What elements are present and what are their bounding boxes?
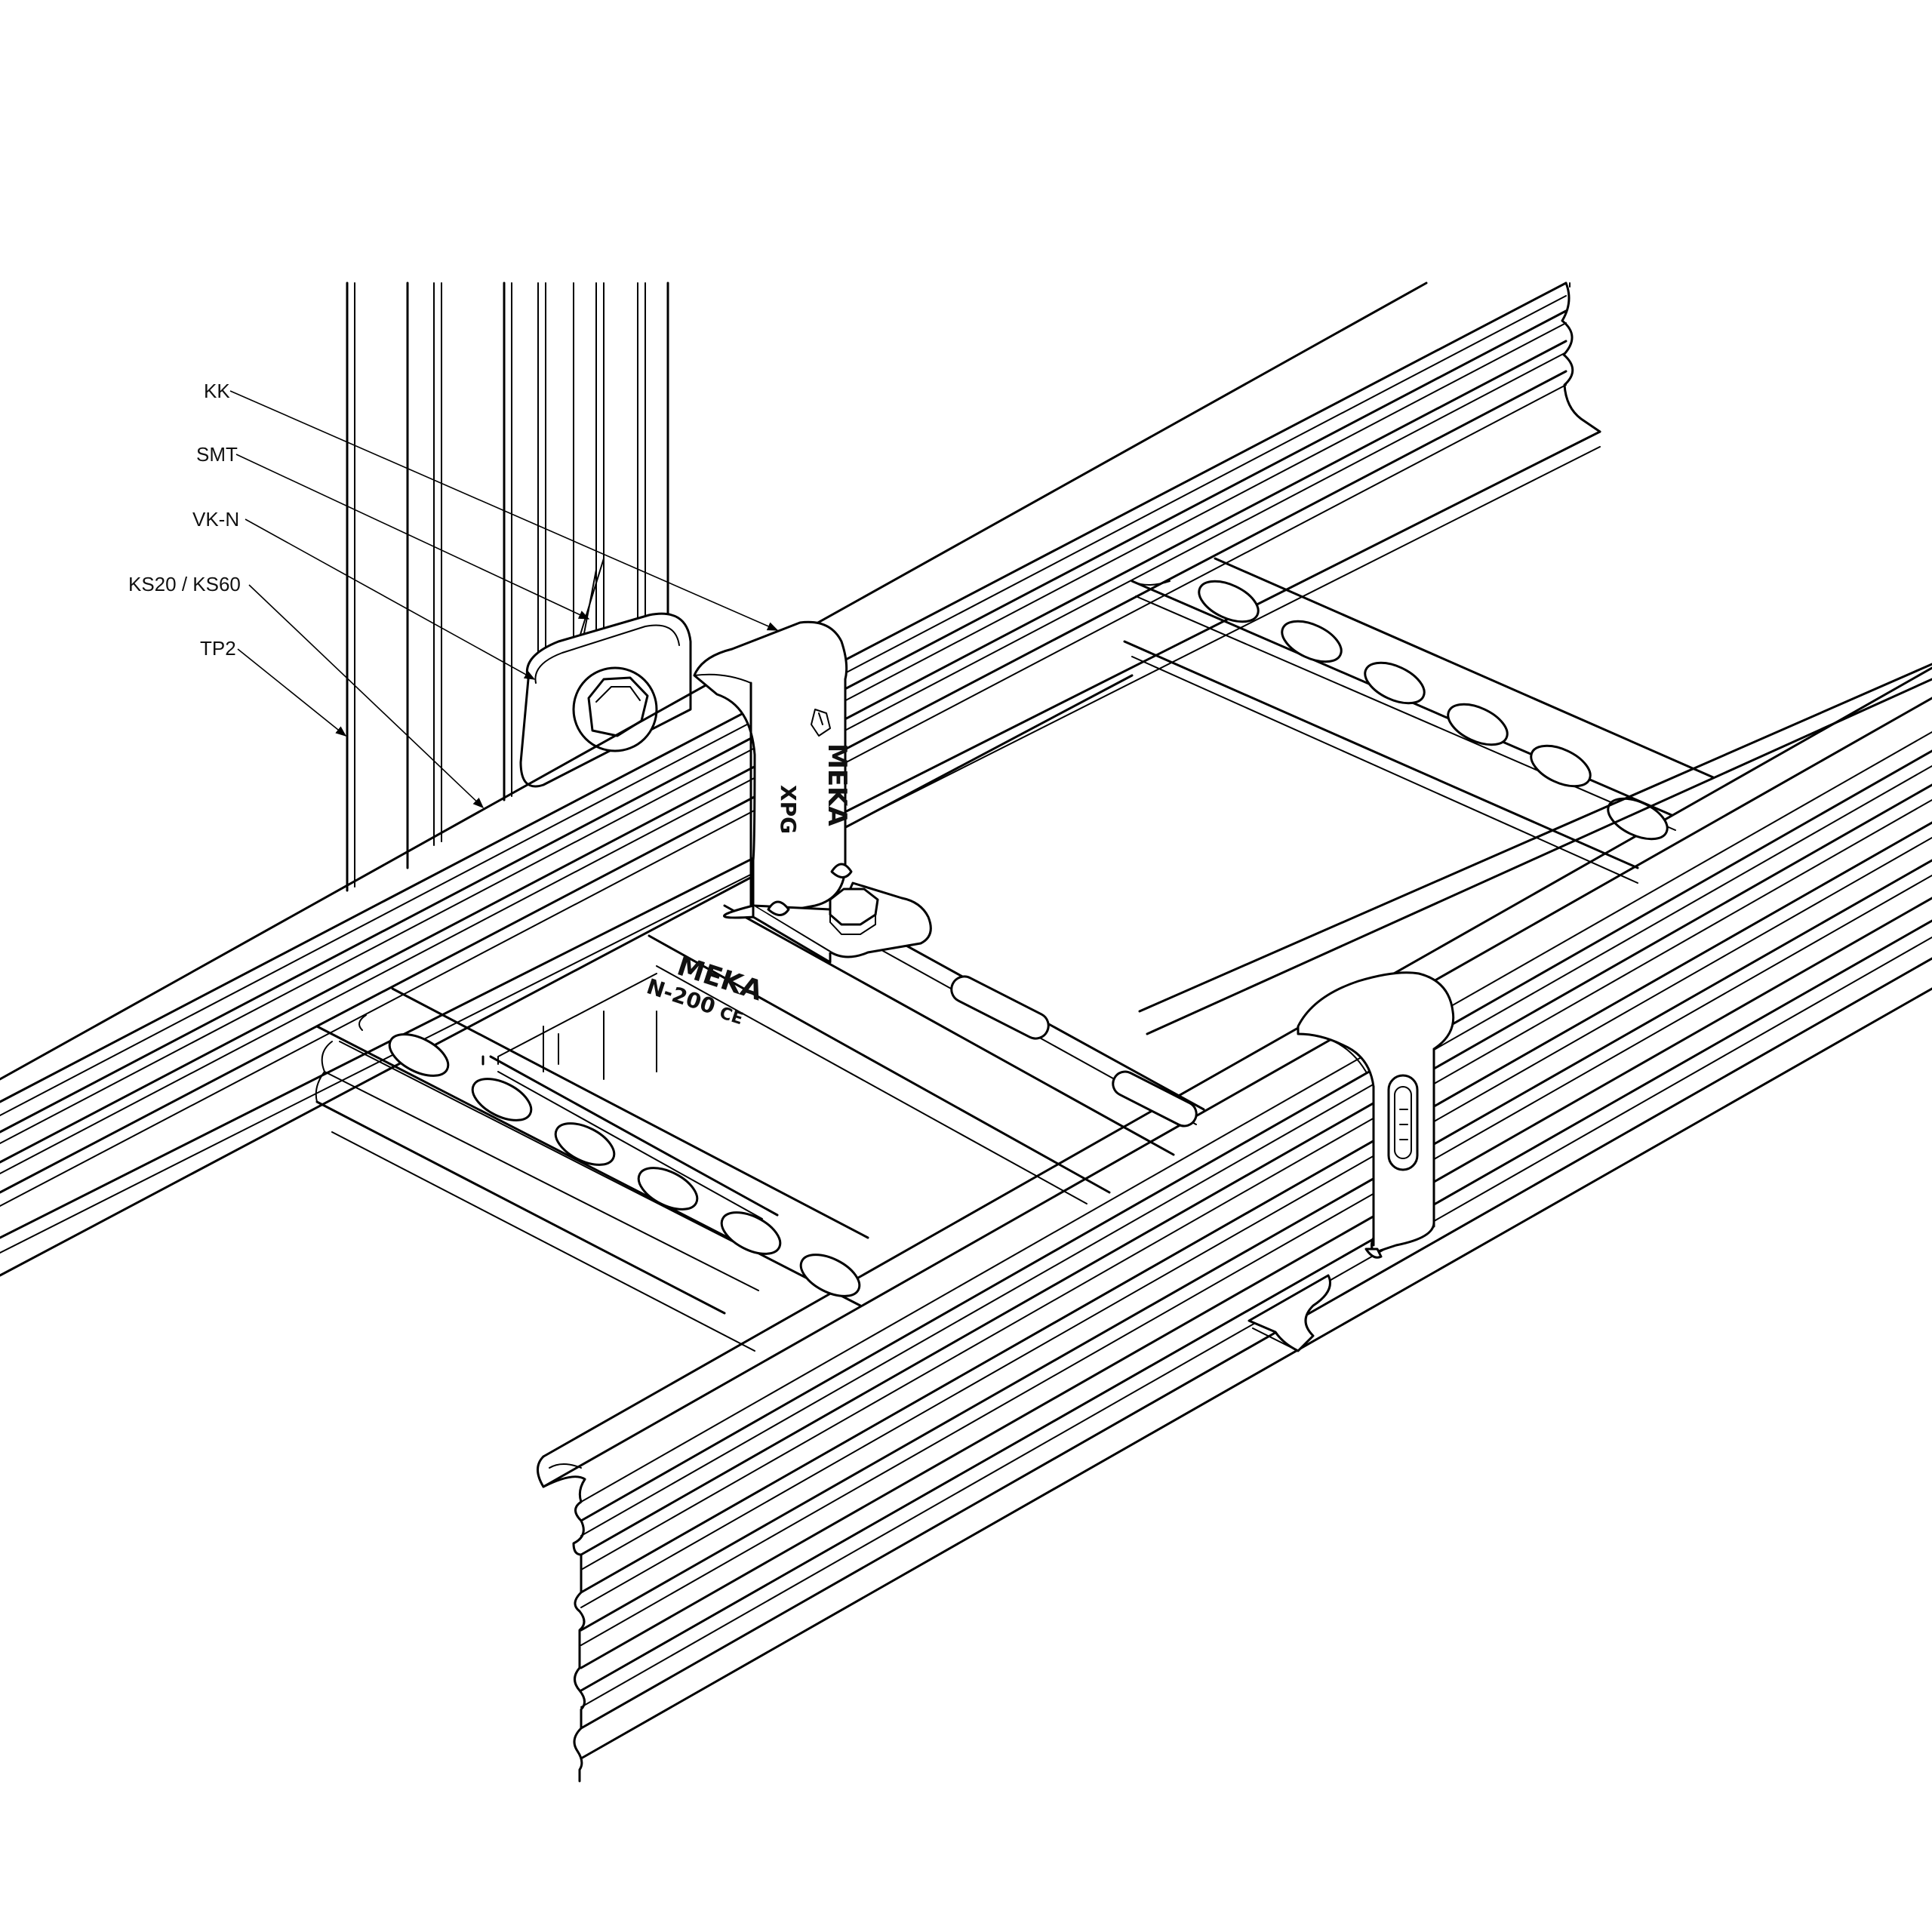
callout-vk-n: VK-N <box>192 508 536 680</box>
rung-left-slots <box>388 1033 861 1297</box>
callout-ks: KS20 / KS60 <box>128 573 485 808</box>
kk-clamp: MEKA XPG <box>693 620 932 964</box>
callout-kk-label: KK <box>204 380 230 402</box>
rung-right <box>1123 557 1932 1035</box>
rung-right-slots <box>1198 580 1669 841</box>
clamp-brand-marking: MEKA <box>822 743 852 826</box>
front-side-rail <box>537 666 1932 1783</box>
vertical-support-profile <box>346 281 669 1080</box>
ce-mark: CE <box>717 1004 745 1029</box>
clamp-logo-icon <box>811 709 831 737</box>
rung-left <box>315 987 869 1352</box>
callout-tp2-label: TP2 <box>200 637 236 660</box>
callout-ks-label: KS20 / KS60 <box>128 573 241 595</box>
callout-kk: KK <box>204 380 779 631</box>
rung-center <box>489 904 1205 1220</box>
front-rail-clamp <box>1247 971 1455 1352</box>
callout-tp2: TP2 <box>200 637 347 737</box>
callout-vk-n-label: VK-N <box>192 508 239 531</box>
callout-smt: SMT <box>196 443 590 620</box>
rung-center-slots <box>950 975 1198 1128</box>
vk-n-plate <box>519 612 692 788</box>
callout-smt-label: SMT <box>196 443 238 466</box>
clamp-model-marking: XPG <box>776 785 801 834</box>
